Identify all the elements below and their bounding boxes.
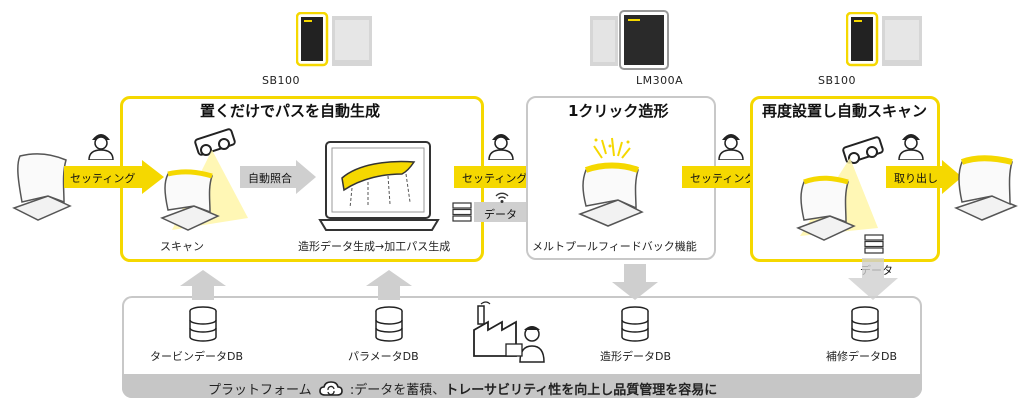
melt-pool-blade-icon [577,137,644,227]
stage2-title: 1クリック造形 [568,102,669,120]
setting-label-3: セッティング [690,172,756,185]
data-label-1: データ [484,208,517,221]
remove-label: 取り出し [894,172,938,185]
laptop-icon [318,141,440,231]
database-icon [189,306,217,342]
server-icon [864,234,884,254]
stage3-title: 再度設置し自動スキャン [762,102,928,120]
operator-icon [488,134,514,160]
upload-arrow-parameter [366,270,412,300]
factory-icon [473,301,545,363]
platform-middle: :データを蓄積、 [349,383,446,398]
upload-arrow-turbine [180,270,226,300]
platform-prefix: プラットフォーム [208,383,312,398]
repair-db-label: 補修データDB [826,350,898,363]
platform-bar [122,374,922,398]
platform-caption: プラットフォーム :データを蓄積、トレーサビリティ性を向上し品質管理を容易に [208,379,717,398]
scanner-icon [194,128,236,156]
remove-arrow [886,160,962,194]
lm300a-machine-icon [590,10,669,70]
operator-icon [898,134,924,160]
setting-label-2: セッティング [462,172,528,185]
finished-blade-icon [953,155,1018,221]
download-arrow-build [612,264,658,300]
scanner-icon [842,136,884,164]
database-icon [621,306,649,342]
turbine-db-label: タービンデータDB [150,350,244,363]
setting-label-1: セッティング [70,172,136,185]
database-icon [851,306,879,342]
stage3-machine-label: SB100 [818,74,857,87]
operator-icon [88,134,114,160]
database-icon [375,306,403,342]
server-icon [452,202,472,222]
stage1-machine-label: SB100 [262,74,301,87]
build-db-label: 造形データDB [600,350,672,363]
data-arrow-2 [848,258,898,300]
platform-bold: トレーサビリティ性を向上し品質管理を容易に [445,383,718,398]
sb100-machine-icon [296,12,372,67]
melt-pool-label: メルトプールフィードバック機能 [532,240,697,253]
setting-arrow-1 [64,160,164,194]
auto-match-label: 自動照合 [248,172,292,185]
cloud-sync-icon [318,381,343,396]
wifi-icon [495,192,509,203]
stage1-title: 置くだけでパスを自動生成 [200,102,381,120]
scan-label: スキャン [160,240,204,253]
parameter-db-label: パラメータDB [348,350,419,363]
turbine-blade-icon [12,153,72,221]
generation-label: 造形データ生成→加工パス生成 [298,240,451,253]
rescan-blade-icon [796,158,878,241]
scan-blade-icon [160,150,248,231]
auto-match-arrow [240,160,316,194]
operator-icon [718,134,744,160]
stage2-machine-label: LM300A [636,74,684,87]
sb100-machine-icon [846,12,922,67]
